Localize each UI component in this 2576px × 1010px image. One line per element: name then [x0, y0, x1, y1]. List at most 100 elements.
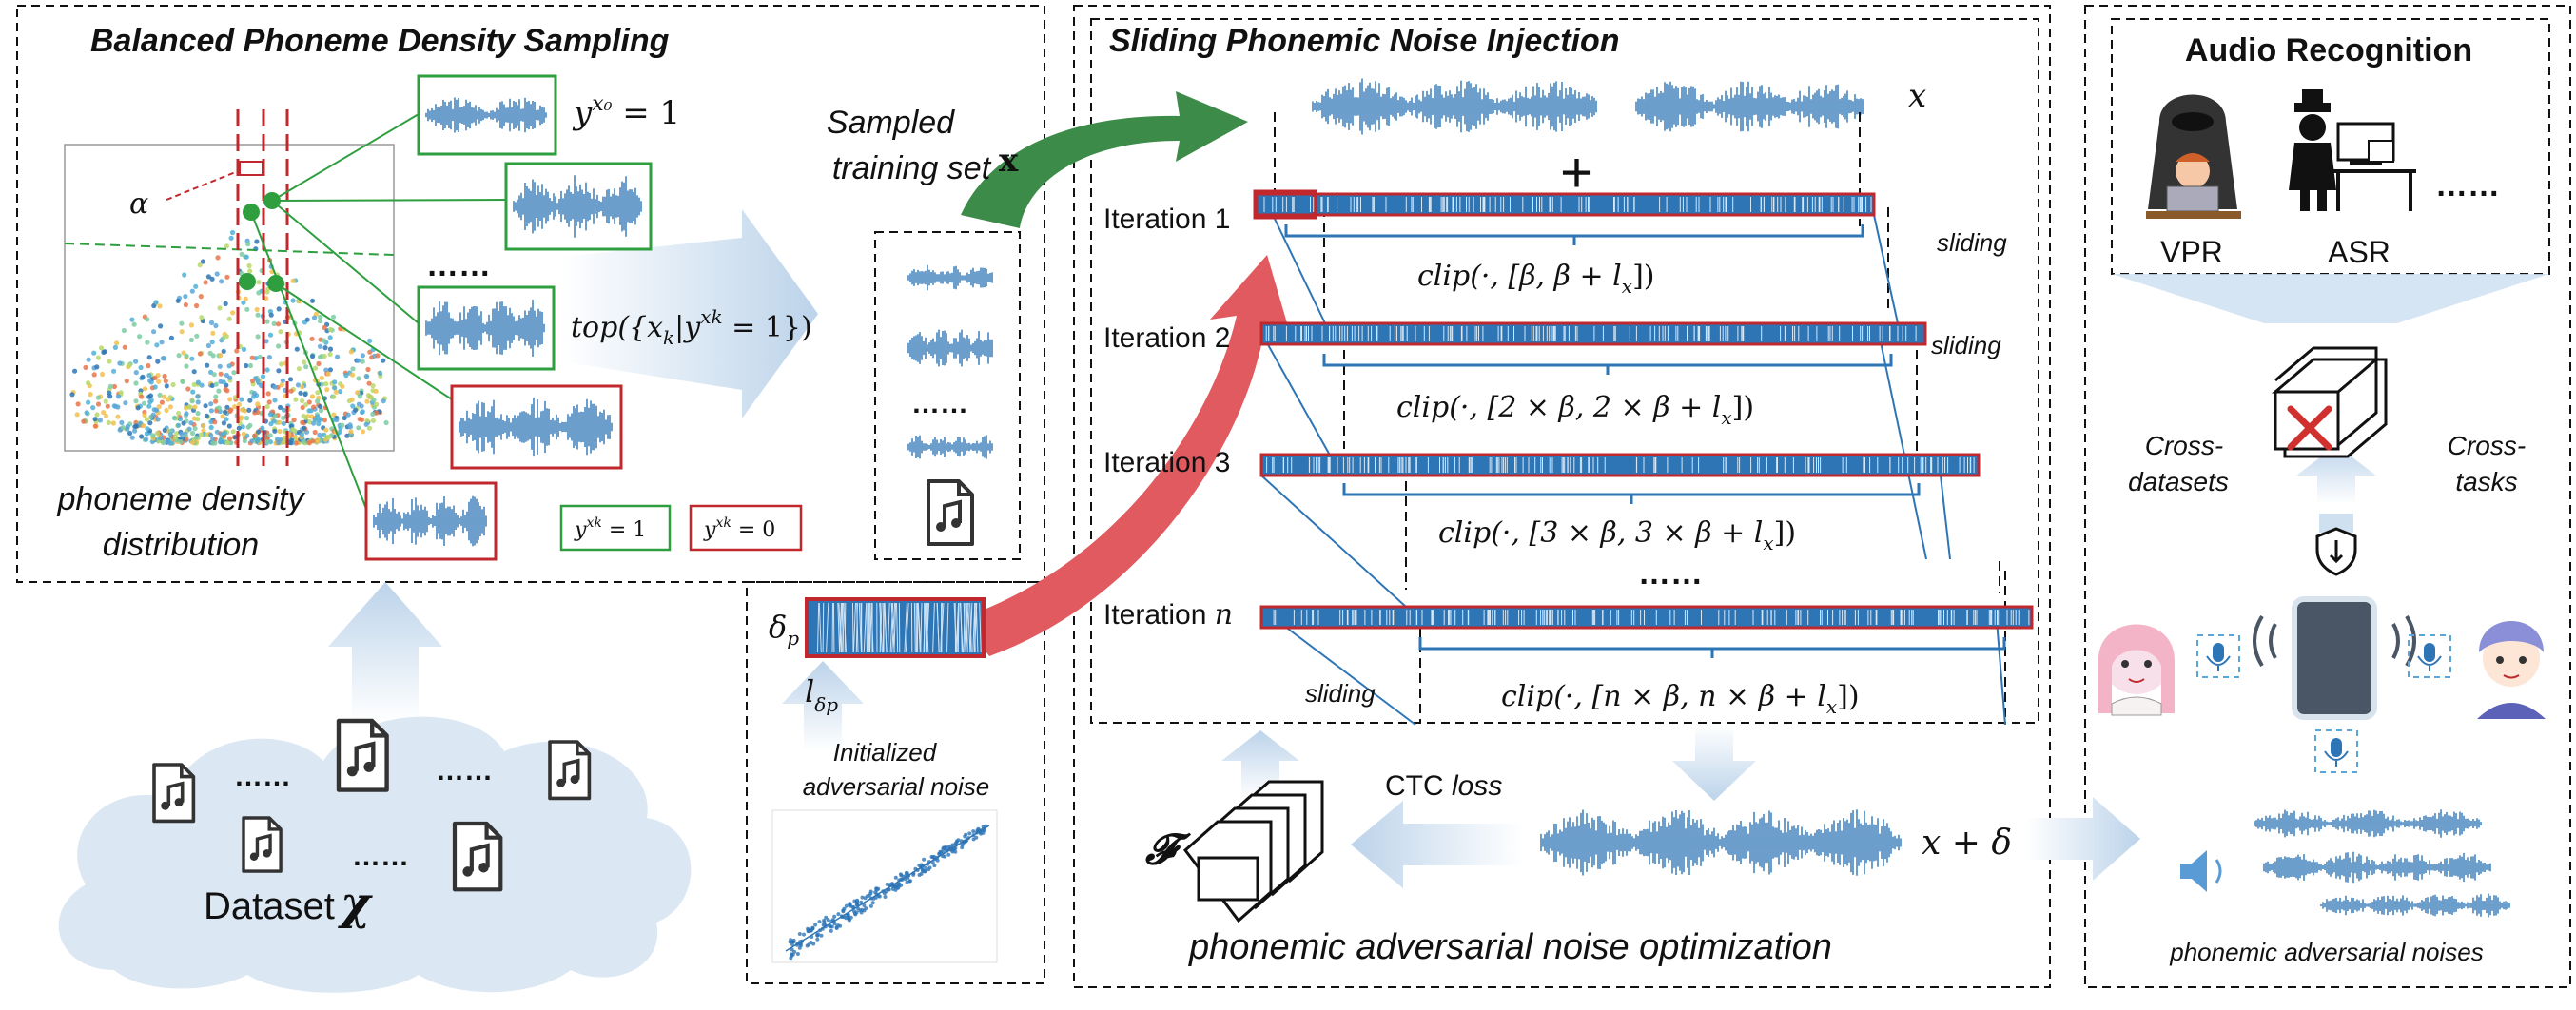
bar-noise-texture [1263, 197, 2030, 625]
density-caption-line1: phoneme density [57, 481, 306, 517]
arrow-down-to-result [1672, 725, 1756, 801]
dataset-ellipsis-1: …… [234, 761, 291, 792]
training-set-border [874, 231, 1021, 560]
cross-datasets-1: Cross- [2145, 431, 2223, 460]
blocked-model-icon [2271, 346, 2388, 458]
ctc-loss-label: CTC loss [1385, 770, 1502, 802]
cross-tasks-2: tasks [2455, 467, 2517, 496]
red-curved-arrow [961, 255, 1290, 656]
microphone-icon [2314, 729, 2358, 773]
optimization-title: phonemic adversarial noise optimization [1188, 927, 1832, 967]
arrow-model-up [1221, 730, 1299, 799]
adversarial-waveform [1540, 809, 1902, 876]
waveform-trace [907, 329, 993, 367]
flow-arrows [328, 209, 2549, 888]
waveform-trace [907, 264, 993, 291]
init-noise-panel-border [746, 581, 1045, 984]
arrow-phone-up [2296, 445, 2376, 504]
injection-panel-border [1073, 5, 2051, 988]
sliding-label-2: sliding [1931, 331, 2001, 359]
audio-file-icon [336, 718, 389, 792]
microphone-icon [2408, 634, 2451, 678]
waveform-trace [425, 97, 547, 133]
microphone-icons [2196, 634, 2451, 773]
model-stack [1182, 780, 1324, 923]
dataset-ellipsis-2: …… [436, 755, 493, 787]
delta-p-label: δp [769, 609, 799, 650]
curved-arrows [961, 91, 1290, 656]
dataset-cloud [58, 716, 692, 993]
arrow-to-recognition [2026, 797, 2140, 881]
iteration-n-label: Iteration n [1103, 598, 1233, 631]
arrow-to-model [1351, 801, 1522, 888]
panel-borders [16, 5, 2571, 988]
scatter-points [69, 229, 389, 446]
init-noise-caption-1: Initialized [833, 738, 938, 767]
shield-icon [2315, 527, 2357, 576]
waveform-trace [907, 435, 993, 459]
training-waveforms [907, 264, 993, 459]
vpr-label: VPR [2160, 235, 2223, 269]
iteration-area-border [1090, 18, 2039, 724]
microphone-icon [2196, 634, 2240, 678]
phone-icon [2253, 596, 2416, 720]
waveform-trace [1635, 81, 1864, 132]
recognition-title: Audio Recognition [2185, 32, 2472, 68]
result-label: x + δ [1922, 824, 2012, 863]
recognition-panel-border [2084, 5, 2571, 988]
waveform-trace [459, 397, 613, 457]
alpha-label: α [129, 187, 148, 221]
iteration-3-label: Iteration 3 [1103, 447, 1230, 478]
arrow-to-training-set [561, 209, 818, 418]
iteration-2-bar [1259, 321, 1927, 346]
clip-expression-2: clip(·, [2 × β, 2 × β + lx]) [1396, 391, 1754, 429]
adversarial-noise-waves [2254, 809, 2510, 918]
iteration-1-noise-window [1253, 189, 1317, 220]
waveform-trace [2320, 893, 2510, 918]
spy-figure [2289, 89, 2416, 211]
green-curved-arrow [961, 91, 1248, 228]
dataset-audio-icons [152, 718, 592, 892]
audio-file-icon [242, 816, 283, 873]
cross-tasks-1: Cross- [2448, 431, 2526, 460]
density-scatter-plot [64, 109, 395, 466]
noise-length-label: lδp [805, 673, 838, 716]
noise-scatter-plot [771, 809, 998, 963]
girl-avatar [2098, 624, 2175, 716]
waveform-trace [513, 175, 642, 238]
clip-expression-3: clip(·, [3 × β, 3 × β + lx]) [1438, 516, 1796, 554]
iteration-2-label: Iteration 2 [1103, 322, 1230, 354]
sampled-waveforms [364, 74, 653, 561]
training-label-line1: Sampled [827, 105, 955, 141]
training-ellipsis: …… [911, 388, 968, 419]
sliding-label-3: sliding [1305, 679, 1376, 708]
clip-expression-1: clip(·, [β, β + lx]) [1417, 260, 1654, 298]
sampling-panel-border [16, 5, 1045, 583]
asr-label: ASR [2328, 235, 2391, 269]
legend-negative [689, 504, 803, 552]
hacker-figure [2146, 94, 2241, 219]
audio-file-icon [452, 821, 503, 892]
clip-brackets [1284, 224, 2006, 658]
recognition-caption: phonemic adversarial noises [2169, 938, 2484, 966]
boy-avatar [2477, 621, 2546, 719]
injection-title: Sliding Phonemic Noise Injection [1109, 23, 1620, 59]
label-y0: yx₀ = 1 [572, 92, 680, 132]
training-label-line2: training set [832, 150, 992, 186]
iteration-ellipsis: …… [1638, 555, 1703, 592]
waveform-trace [425, 300, 545, 357]
recognition-models-border [2111, 18, 2550, 275]
dataset-ellipsis-3: …… [352, 841, 409, 872]
waveform-trace [373, 495, 487, 547]
sampling-ellipsis: …… [426, 247, 491, 283]
waveform-trace [2263, 851, 2491, 884]
recognition-funnel [2112, 274, 2549, 323]
noise-texture [817, 602, 982, 653]
density-caption-line2: distribution [103, 527, 259, 563]
sample-connectors [250, 113, 507, 510]
recognition-ellipsis: …… [2435, 167, 2500, 204]
waveform-trace [1312, 78, 1597, 135]
